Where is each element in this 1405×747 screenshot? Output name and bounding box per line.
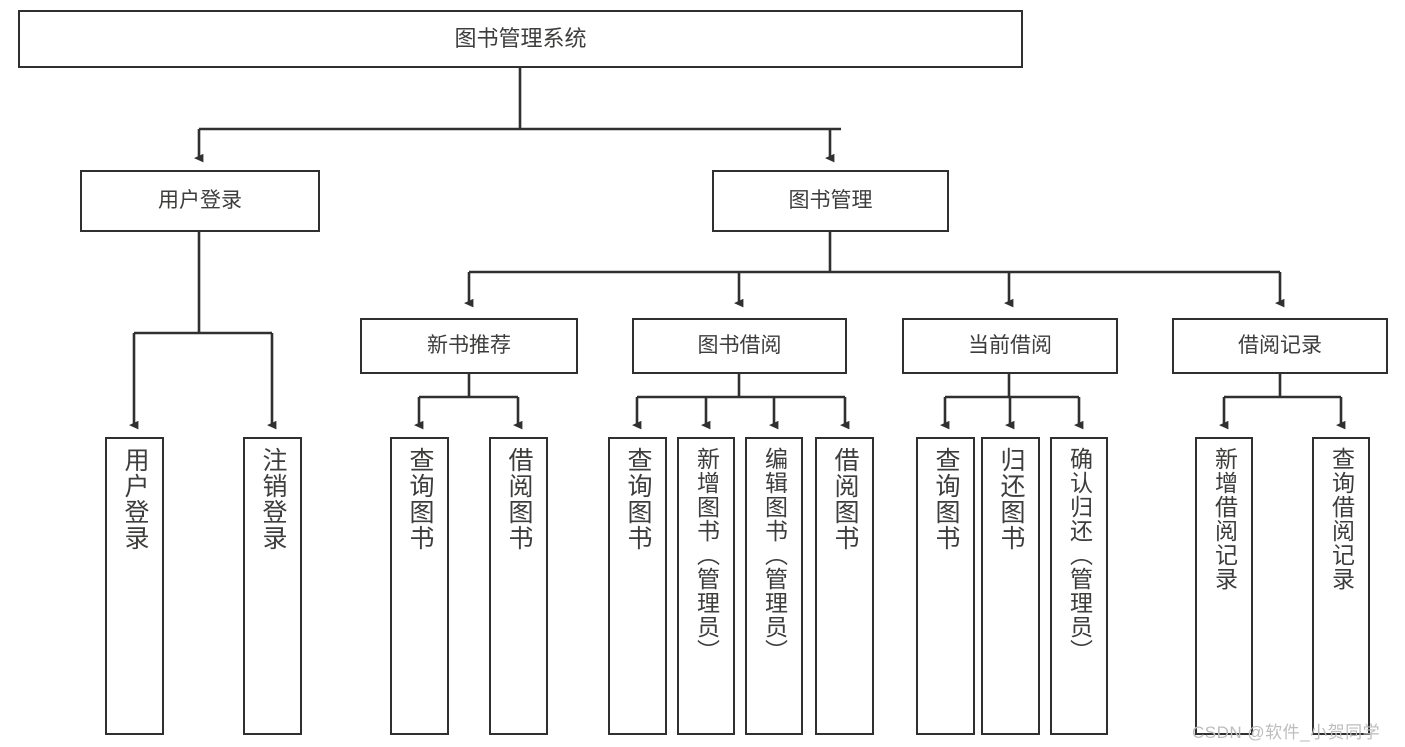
leaf-query-books-borrow[interactable]: 查询图书 <box>608 437 667 735</box>
node-current-borrow[interactable]: 当前借阅 <box>902 318 1118 374</box>
node-book-management-label: 图书管理 <box>788 188 873 212</box>
leaf-borrow-books-recommend[interactable]: 借阅图书 <box>489 437 548 735</box>
leaf-borrow-books-borrow-label: 借阅图书 <box>831 447 859 551</box>
leaf-add-borrow-record-label: 新增借阅记录 <box>1211 447 1238 591</box>
leaf-edit-book-admin[interactable]: 编辑图书（管理员） <box>745 437 803 735</box>
leaf-query-books-current[interactable]: 查询图书 <box>916 437 975 735</box>
node-borrow-records[interactable]: 借阅记录 <box>1172 318 1388 374</box>
leaf-logout[interactable]: 注销登录 <box>243 437 302 735</box>
leaf-query-books-recommend-label: 查询图书 <box>406 447 434 551</box>
leaf-return-books-label: 归还图书 <box>997 447 1025 551</box>
leaf-add-borrow-record[interactable]: 新增借阅记录 <box>1195 437 1253 735</box>
node-new-book-recommend-label: 新书推荐 <box>427 333 511 357</box>
node-user-login[interactable]: 用户登录 <box>80 170 320 232</box>
node-new-book-recommend[interactable]: 新书推荐 <box>360 318 578 374</box>
csdn-watermark: CSDN @软件_小贺同学 <box>1192 723 1381 742</box>
node-user-login-label: 用户登录 <box>158 188 242 212</box>
leaf-add-book-admin-label: 新增图书（管理员） <box>693 447 720 663</box>
leaf-query-borrow-record-label: 查询借阅记录 <box>1328 447 1355 591</box>
leaf-user-login[interactable]: 用户登录 <box>105 437 164 735</box>
node-borrow-records-label: 借阅记录 <box>1238 333 1322 357</box>
leaf-confirm-return-admin-label: 确认归还（管理员） <box>1066 447 1093 663</box>
node-book-borrow[interactable]: 图书借阅 <box>632 318 847 374</box>
leaf-borrow-books-borrow[interactable]: 借阅图书 <box>815 437 874 735</box>
leaf-query-borrow-record[interactable]: 查询借阅记录 <box>1312 437 1370 735</box>
leaf-query-books-recommend[interactable]: 查询图书 <box>390 437 449 735</box>
leaf-user-login-label: 用户登录 <box>121 447 149 551</box>
leaf-borrow-books-recommend-label: 借阅图书 <box>505 447 533 551</box>
leaf-query-books-borrow-label: 查询图书 <box>624 447 652 551</box>
node-root-label: 图书管理系统 <box>454 26 587 52</box>
node-book-borrow-label: 图书借阅 <box>697 333 782 357</box>
leaf-logout-label: 注销登录 <box>259 447 287 551</box>
leaf-add-book-admin[interactable]: 新增图书（管理员） <box>677 437 735 735</box>
leaf-edit-book-admin-label: 编辑图书（管理员） <box>761 447 788 663</box>
node-book-management[interactable]: 图书管理 <box>712 170 949 232</box>
node-current-borrow-label: 当前借阅 <box>968 333 1052 357</box>
leaf-return-books[interactable]: 归还图书 <box>981 437 1040 735</box>
leaf-query-books-current-label: 查询图书 <box>932 447 960 551</box>
node-root[interactable]: 图书管理系统 <box>18 10 1023 68</box>
leaf-confirm-return-admin[interactable]: 确认归还（管理员） <box>1050 437 1108 735</box>
